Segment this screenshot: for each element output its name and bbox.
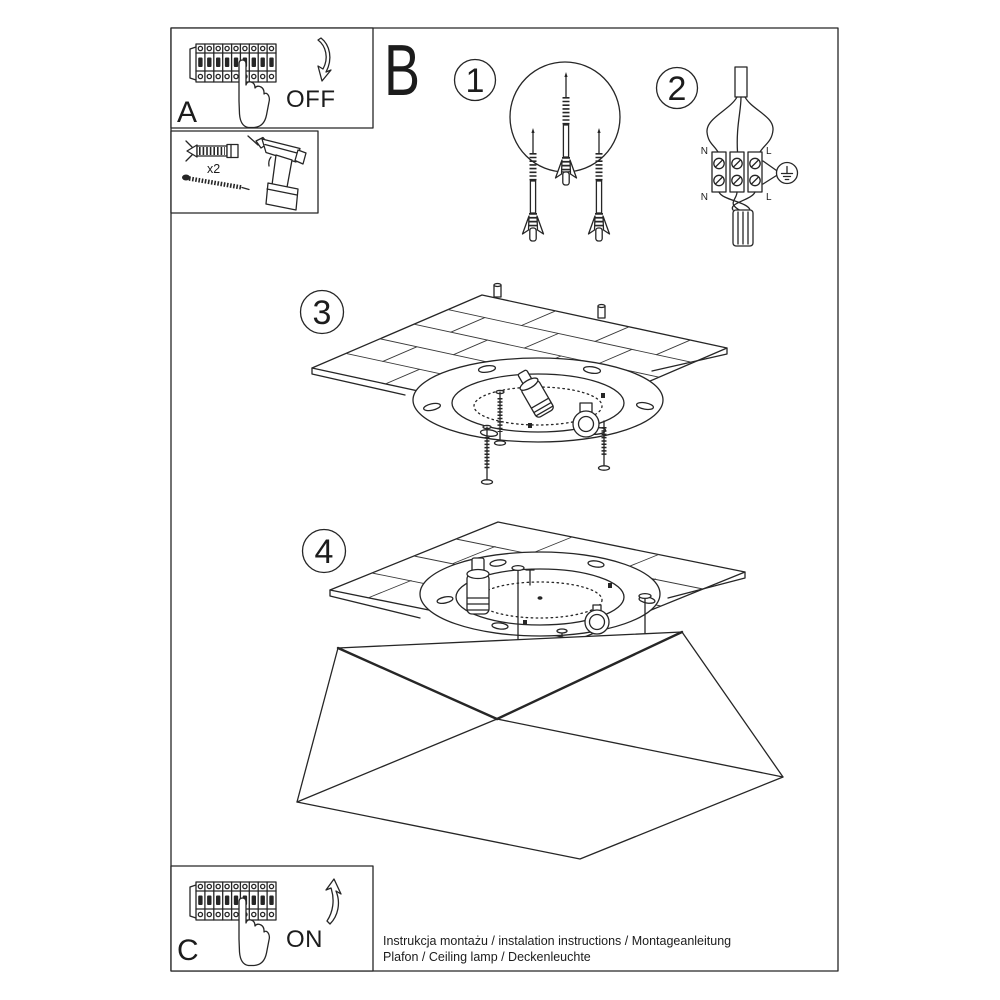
wall-anchor-icon [556, 72, 577, 185]
step-3-badge [299, 289, 345, 335]
breaker-panel-icon [189, 881, 277, 921]
ring-hole [436, 595, 454, 605]
step-1-badge [453, 58, 497, 102]
ring-hole [635, 401, 655, 411]
step-3-number: 3 [313, 294, 332, 332]
step-1: 1 [453, 58, 621, 242]
ring-hole [479, 429, 499, 437]
panel-c-power-on: C ON [170, 865, 374, 972]
shade-edge [496, 718, 784, 778]
step-1-number: 1 [466, 62, 485, 100]
lamp-socket-icon [572, 402, 600, 438]
panel-a-label: A [177, 96, 197, 129]
arrow-down-icon [317, 37, 332, 82]
shade-edge [296, 718, 498, 803]
off-label: OFF [286, 86, 336, 113]
on-label: ON [286, 926, 323, 953]
lamp-socket-icon [466, 557, 490, 615]
clip-mark [528, 423, 532, 428]
mounting-screw [480, 424, 494, 485]
mounting-screw [597, 420, 611, 471]
shade-edge [495, 630, 684, 721]
section-b-label: B [384, 31, 420, 111]
anchor-stud [597, 303, 606, 319]
label-neutral-top: N [701, 146, 708, 157]
step-2-badge [655, 66, 699, 110]
step-4-number: 4 [315, 533, 334, 571]
tools-panel: x2 [170, 130, 319, 214]
center-mark [537, 596, 543, 600]
footer-line-2: Plafon / Ceiling lamp / Deckenleuchte [383, 950, 591, 964]
step-2: 2 N L N L [655, 66, 799, 247]
power-cable-top [734, 66, 748, 98]
shade-screw [511, 564, 525, 649]
label-neutral-bottom: N [701, 192, 708, 203]
lamp-socket-icon [517, 369, 554, 418]
wall-plug-icon [185, 140, 239, 162]
lampshade [296, 630, 784, 860]
mounting-screw [493, 389, 507, 446]
page-border [170, 27, 839, 972]
clip-mark [523, 620, 527, 625]
ring-hole [477, 364, 497, 374]
anchor-stud [493, 282, 502, 298]
tools-qty-label: x2 [207, 162, 220, 176]
wall-anchor-icon [523, 128, 544, 241]
label-live-bottom: L [766, 192, 772, 203]
panel-c-label: C [177, 934, 199, 967]
clip-mark [601, 393, 605, 398]
socket-ring-icon [584, 604, 610, 635]
label-live-top: L [766, 146, 772, 157]
step-2-number: 2 [668, 70, 687, 108]
panel-a-power-off: A OFF [170, 27, 374, 129]
ground-symbol-icon [762, 160, 799, 185]
step-4: 4 [296, 521, 784, 860]
ring-hole [582, 365, 602, 375]
shade-edge [336, 646, 499, 721]
clip-mark [608, 583, 612, 588]
ring-hole [489, 559, 507, 567]
screw-icon [182, 174, 250, 191]
drill-icon [247, 135, 307, 211]
step-4-badge [301, 528, 347, 574]
ring-hole [587, 560, 605, 568]
arrow-up-icon [325, 878, 342, 925]
wall-anchor-icon [589, 128, 610, 241]
terminal-block [711, 151, 763, 193]
ring-hole [423, 402, 441, 412]
step-3: 3 [299, 282, 728, 485]
cable-bottom [718, 191, 756, 247]
ring-hole [491, 622, 509, 630]
wires [706, 96, 774, 153]
footer-line-1: Instrukcja montażu / instalation instruc… [383, 934, 731, 948]
mounting-ring [419, 551, 661, 637]
breaker-panel-icon [189, 43, 277, 83]
